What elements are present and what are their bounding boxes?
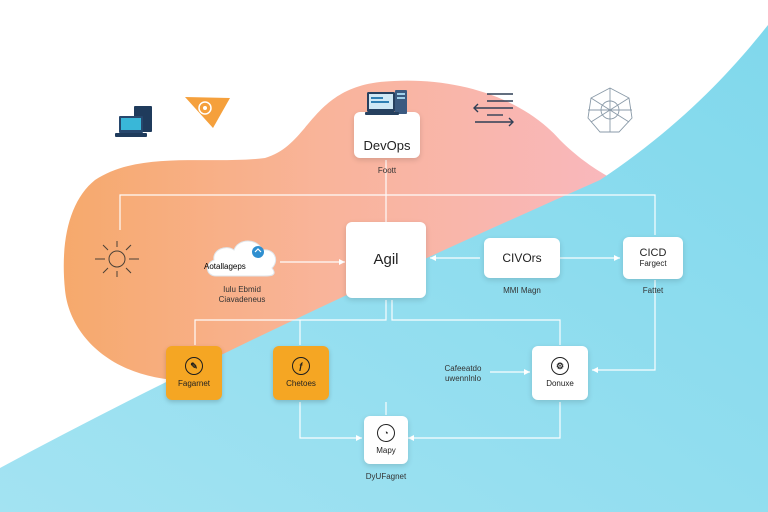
gauge-icon: ◔ bbox=[377, 424, 395, 442]
cloud-node[interactable]: Aotallageps bbox=[204, 232, 280, 278]
cicd-node[interactable]: CICD Fargect bbox=[623, 237, 683, 279]
mapy-caption: DyUFagnet bbox=[365, 472, 407, 481]
agil-node[interactable]: Agil bbox=[346, 222, 426, 298]
connector-lines bbox=[119, 160, 656, 439]
cloud-label: Aotallageps bbox=[204, 262, 246, 271]
agil-label: Agil bbox=[373, 251, 399, 268]
cloud-caption-line2: Ciavadeneus bbox=[218, 295, 266, 304]
cloud-icon bbox=[207, 240, 277, 277]
tool-icon: ƒ bbox=[292, 357, 310, 375]
network-globe-icon bbox=[587, 87, 633, 133]
cicd-caption: Fattet bbox=[642, 286, 664, 295]
monitor-icon bbox=[365, 90, 407, 115]
devops-caption: Foott bbox=[377, 166, 397, 175]
orange-gear-flag-icon bbox=[185, 97, 230, 128]
sun-icon bbox=[95, 241, 139, 277]
pencil-icon: ✎ bbox=[185, 357, 203, 375]
fagarnet-label: Fagarnet bbox=[177, 379, 211, 388]
chetoes-node[interactable]: ƒ Chetoes bbox=[273, 346, 329, 400]
gear-icon: ⚙ bbox=[551, 357, 569, 375]
civors-label: CIVOrs bbox=[502, 250, 542, 265]
cloud-caption-line1: Iulu Ebmid bbox=[223, 285, 261, 294]
laptop-icon bbox=[115, 106, 152, 137]
chetoes-label: Chetoes bbox=[286, 379, 316, 388]
fagarnet-node[interactable]: ✎ Fagarnet bbox=[166, 346, 222, 400]
side-note-line2: uwennlnlo bbox=[444, 374, 482, 383]
civors-caption: MMI Magn bbox=[503, 286, 541, 295]
cicd-label: CICD bbox=[639, 247, 667, 259]
donuxe-label: Donuxe bbox=[546, 379, 574, 388]
devops-label: DevOps bbox=[363, 138, 411, 153]
mapy-label: Mapy bbox=[376, 446, 396, 455]
menu-arrows-icon bbox=[473, 93, 514, 127]
donuxe-node[interactable]: ⚙ Donuxe bbox=[532, 346, 588, 400]
mapy-node[interactable]: ◔ Mapy bbox=[364, 416, 408, 464]
cicd-sublabel: Fargect bbox=[639, 259, 667, 268]
devops-node[interactable]: DevOps bbox=[354, 90, 420, 158]
connector-arrowheads bbox=[339, 255, 620, 441]
side-note-line1: Cafeeatdo bbox=[444, 364, 482, 373]
civors-node[interactable]: CIVOrs bbox=[484, 238, 560, 278]
